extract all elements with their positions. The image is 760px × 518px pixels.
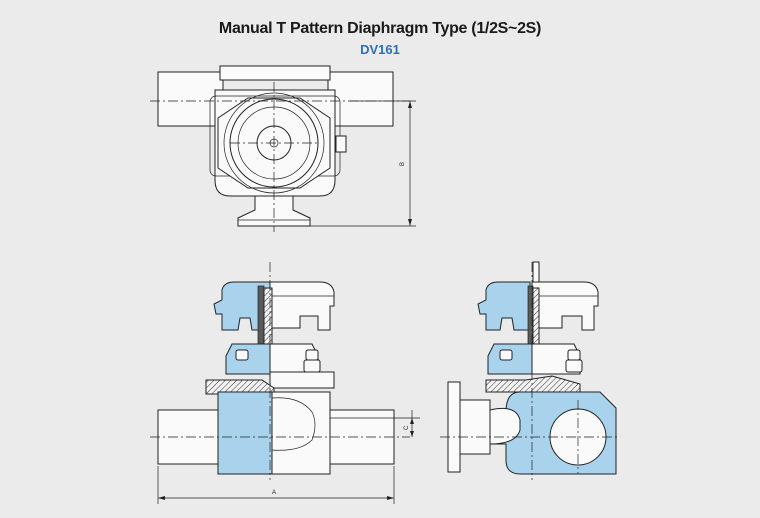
- handwheel-exterior: [269, 281, 335, 331]
- front-section-view: C A: [150, 262, 420, 504]
- dimension-a-label: A: [272, 490, 276, 496]
- diaphragm: [205, 379, 275, 395]
- model-code: DV161: [360, 42, 400, 57]
- side-diaphragm: [485, 375, 581, 393]
- side-handwheel-section: [477, 281, 531, 331]
- body-section: [217, 391, 273, 475]
- side-handwheel-exterior: [531, 281, 599, 331]
- dimension-b-label: B: [400, 162, 406, 166]
- side-inlet-pipe: [459, 399, 491, 455]
- top-view: B: [150, 65, 416, 232]
- page-title: Manual T Pattern Diaphragm Type (1/2S~2S…: [218, 20, 542, 37]
- top-right-pipe: [327, 71, 394, 127]
- bonnet-flange: [269, 371, 335, 389]
- side-inlet-ferrule: [447, 381, 461, 473]
- side-indicator: [335, 135, 347, 153]
- side-stem-top: [532, 261, 540, 283]
- handwheel-section: [213, 281, 271, 331]
- spindle: [257, 285, 265, 349]
- body-exterior: [271, 391, 331, 475]
- top-left-pipe: [157, 71, 224, 127]
- top-clamp: [219, 65, 331, 81]
- side-section-view: [440, 261, 618, 480]
- dimension-c-label: C: [404, 425, 410, 430]
